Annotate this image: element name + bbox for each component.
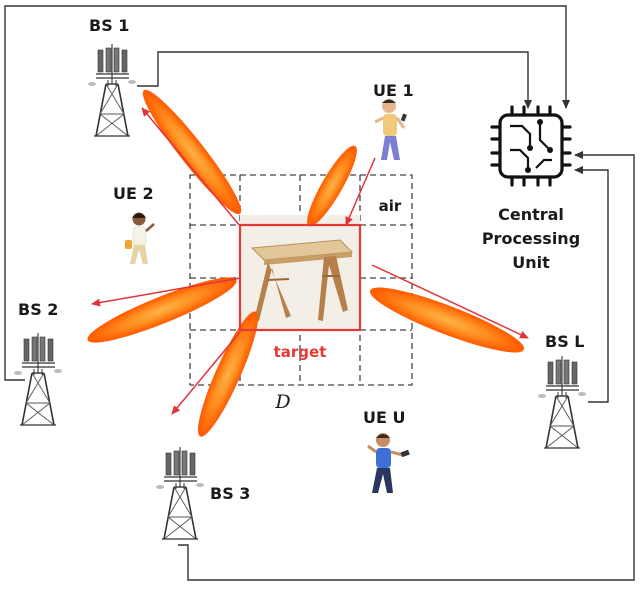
- target-label: target: [274, 343, 327, 361]
- beam-bs3: [197, 311, 259, 437]
- backhaul-wires: [4, 5, 635, 581]
- air-label: air: [379, 197, 402, 215]
- bsl-label: BS L: [545, 332, 584, 351]
- radar-beams: [87, 89, 524, 437]
- ueu-label: UE U: [363, 408, 405, 427]
- arrow-to-bs2: [91, 277, 241, 307]
- ue2-person: [125, 212, 155, 264]
- bsl-tower: [537, 355, 587, 449]
- wire-bs2: [4, 5, 570, 381]
- bs3-label: BS 3: [210, 484, 250, 503]
- wire-bs3: [178, 151, 635, 581]
- cpu-label-line2: Processing: [482, 229, 580, 248]
- target-object: [240, 215, 360, 330]
- cpu-label-line3: Unit: [512, 253, 550, 272]
- ueu-person: [367, 433, 410, 493]
- wire-bsl: [574, 166, 609, 403]
- arrow-to-bs3: [171, 331, 241, 415]
- beam-bs1: [142, 89, 242, 215]
- propagation-arrows: [91, 107, 529, 415]
- cpu-chip-icon: [490, 105, 572, 187]
- beam-bsl: [370, 287, 524, 353]
- wire-bs1: [137, 51, 532, 109]
- target-box: [238, 223, 362, 332]
- ue1-label: UE 1: [373, 81, 414, 100]
- ue1-person: [374, 99, 407, 160]
- ue2-label: UE 2: [113, 184, 154, 203]
- bs1-label: BS 1: [89, 16, 129, 35]
- domain-d-label: D: [274, 391, 290, 413]
- arrow-to-bsl: [371, 264, 529, 339]
- bs2-label: BS 2: [18, 300, 58, 319]
- beam-bs2: [87, 277, 237, 343]
- bs2-tower: [13, 332, 63, 426]
- bs1-tower: [87, 43, 137, 137]
- arrow-to-bs1: [141, 107, 241, 227]
- bs3-tower: [155, 446, 205, 540]
- cpu-label-line1: Central: [498, 205, 564, 224]
- arrow-ue1-to-target: [345, 157, 376, 226]
